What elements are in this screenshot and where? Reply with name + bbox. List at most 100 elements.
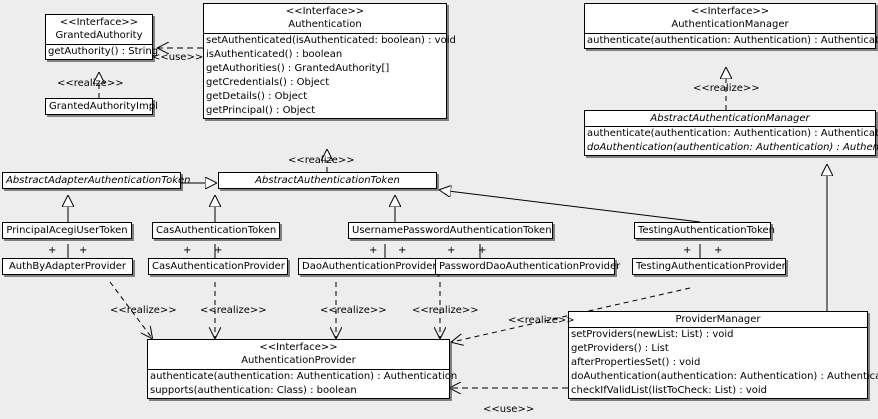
class-header: CasAuthenticationToken [153,223,279,238]
class-authentication[interactable]: <<Interface>> Authentication setAuthenti… [203,3,456,119]
class-principal-acegi-user-token[interactable]: PrincipalAcegiUserToken [2,222,132,239]
member-row: getAuthority() : String [48,46,159,57]
class-name: AbstractAuthenticationManager [650,113,810,124]
edge-label-use-authentication-grantedauthority: <<use>> [152,52,204,63]
class-name: GrantedAuthority [55,30,143,41]
edge-label-realize-abstractauthenticationtoken: <<realize>> [288,155,355,166]
class-header: AuthByAdapterProvider [3,259,132,274]
class-header: DaoAuthenticationProvider [299,259,437,274]
class-password-dao-authentication-provider[interactable]: PasswordDaoAuthenticationProvider [435,258,621,275]
association-plus-marker: + [683,245,692,256]
class-header: PrincipalAcegiUserToken [3,223,131,238]
class-name: AuthenticationProvider [241,355,356,366]
member-row: getCredentials() : Object [206,77,330,88]
stereotype-label: <<Interface>> [59,17,139,28]
class-members: setProviders(newList: List) : void getPr… [569,328,878,398]
edge-label-use-providermanager: <<use>> [483,404,535,415]
class-header: AbstractAuthenticationToken [219,173,436,188]
class-name: GrantedAuthorityImpl [49,101,158,112]
class-header: <<Interface>> AuthenticationProvider [148,340,449,370]
class-name: UsernamePasswordAuthenticationToken [352,225,552,236]
member-row: authenticate(authentication: Authenticat… [150,371,458,382]
member-row: afterPropertiesSet() : void [571,357,701,368]
class-header: <<Interface>> Authentication [204,4,446,34]
class-name: TestingAuthenticationToken [638,225,776,236]
class-header: <<Interface>> GrantedAuthority [46,15,152,45]
class-header: AbstractAuthenticationManager [585,111,875,127]
class-name: PrincipalAcegiUserToken [6,225,128,236]
edge-label-realize-abstractauthenticationmanager: <<realize>> [693,83,760,94]
member-row: getDetails() : Object [206,91,308,102]
member-row: doAuthentication(authentication: Authent… [587,142,878,153]
edge-label-realize-grantedauthorityimpl: <<realize>> [57,78,124,89]
class-testing-authentication-provider[interactable]: TestingAuthenticationProvider [632,258,786,275]
class-cas-authentication-provider[interactable]: CasAuthenticationProvider [148,258,288,275]
class-members: setAuthenticated(isAuthenticated: boolea… [204,34,456,118]
association-plus-marker: + [369,245,378,256]
edge-label-realize-authbyadapterprovider: <<realize>> [110,305,177,316]
class-header: <<Interface>> AuthenticationManager [585,4,875,34]
association-plus-marker: + [48,245,57,256]
class-authentication-manager[interactable]: <<Interface>> AuthenticationManager auth… [584,3,878,49]
member-row: getProviders() : List [571,343,669,354]
member-row: getAuthorities() : GrantedAuthority[] [206,63,390,74]
class-members: getAuthority() : String [46,45,159,59]
class-name: TestingAuthenticationProvider [636,261,786,272]
class-abstract-authentication-token[interactable]: AbstractAuthenticationToken [218,172,437,189]
class-name: ProviderManager [675,314,761,325]
class-abstract-authentication-manager[interactable]: AbstractAuthenticationManager authentica… [584,110,878,156]
class-name: AuthByAdapterProvider [8,261,127,272]
class-cas-authentication-token[interactable]: CasAuthenticationToken [152,222,280,239]
member-row: isAuthenticated() : boolean [206,49,343,60]
association-plus-marker: + [398,245,407,256]
class-dao-authentication-provider[interactable]: DaoAuthenticationProvider [298,258,438,275]
class-name: AuthenticationManager [671,19,789,30]
edge-label-realize-testingauthenticationprovider: <<realize>> [508,315,575,326]
member-row: checkIfValidList(listToCheck: List) : vo… [571,385,768,396]
class-testing-authentication-token[interactable]: TestingAuthenticationToken [634,222,776,239]
member-row: getPrincipal() : Object [206,105,316,116]
member-row: setProviders(newList: List) : void [571,329,734,340]
class-members: authenticate(authentication: Authenticat… [585,34,878,48]
class-name: AbstractAdapterAuthenticationToken [6,175,191,186]
edge-label-realize-casauthenticationprovider: <<realize>> [200,305,267,316]
association-plus-marker: + [714,245,723,256]
association-plus-marker: + [183,245,192,256]
class-header: TestingAuthenticationToken [635,223,776,238]
member-row: authenticate(authentication: Authenticat… [587,128,878,139]
class-members: authenticate(authentication: Authenticat… [585,127,878,155]
class-header: PasswordDaoAuthenticationProvider [436,259,621,274]
association-plus-marker: + [478,245,487,256]
class-header: AbstractAdapterAuthenticationToken [3,173,191,188]
class-header: CasAuthenticationProvider [149,259,287,274]
association-plus-marker: + [214,245,223,256]
class-name: Authentication [288,19,362,30]
class-name: DaoAuthenticationProvider [302,261,437,272]
class-header: UsernamePasswordAuthenticationToken [349,223,552,238]
class-provider-manager[interactable]: ProviderManager setProviders(newList: Li… [568,311,878,399]
class-name: PasswordDaoAuthenticationProvider [439,261,621,272]
association-plus-marker: + [447,245,456,256]
class-members: authenticate(authentication: Authenticat… [148,370,458,398]
class-username-password-authentication-token[interactable]: UsernamePasswordAuthenticationToken [348,222,553,239]
member-row: supports(authentication: Class) : boolea… [150,385,357,396]
class-name: CasAuthenticationProvider [152,261,285,272]
class-header: GrantedAuthorityImpl [46,99,158,114]
association-plus-marker: + [79,245,88,256]
edge-label-realize-daoauthenticationprovider: <<realize>> [320,305,387,316]
stereotype-label: <<Interface>> [690,6,770,17]
member-row: doAuthentication(authentication: Authent… [571,371,878,382]
member-row: authenticate(authentication: Authenticat… [587,35,878,46]
class-abstract-adapter-authentication-token[interactable]: AbstractAdapterAuthenticationToken [2,172,191,189]
class-granted-authority-impl[interactable]: GrantedAuthorityImpl [45,98,158,115]
class-header: TestingAuthenticationProvider [633,259,786,274]
class-granted-authority[interactable]: <<Interface>> GrantedAuthority getAuthor… [45,14,159,60]
edge-label-realize-passworddaoauthenticationprovider: <<realize>> [412,305,479,316]
stereotype-label: <<Interface>> [285,6,365,17]
class-auth-by-adapter-provider[interactable]: AuthByAdapterProvider [2,258,133,275]
class-authentication-provider[interactable]: <<Interface>> AuthenticationProvider aut… [147,339,458,399]
stereotype-label: <<Interface>> [259,342,338,353]
class-header: ProviderManager [569,312,867,328]
